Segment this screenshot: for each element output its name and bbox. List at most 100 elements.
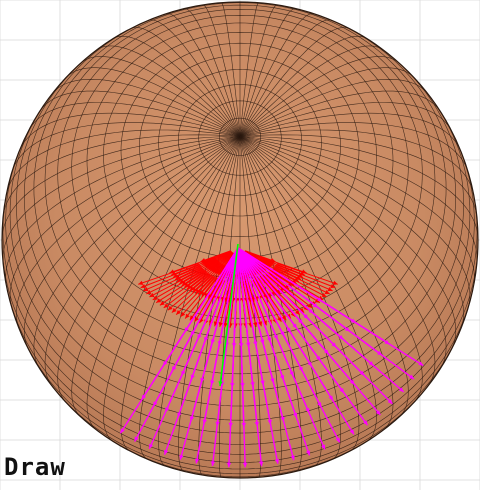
magenta-vector-head — [321, 444, 326, 450]
red-vector-head — [189, 315, 195, 321]
longitude-line — [239, 4, 278, 137]
red-vector-head — [332, 280, 338, 285]
red-vector-head — [218, 322, 223, 327]
magenta-vector-head — [194, 458, 200, 464]
magenta-vector — [237, 247, 341, 443]
red-vector — [260, 276, 296, 318]
longitude-line — [71, 136, 241, 417]
longitude-line — [239, 102, 452, 137]
red-vector-head — [330, 283, 336, 289]
red-vector-head — [253, 322, 258, 327]
red-vector — [169, 256, 215, 274]
red-vector — [163, 273, 210, 309]
magenta-vector-head — [306, 450, 311, 456]
longitude-line — [178, 136, 241, 472]
red-vector — [244, 250, 273, 266]
red-vector — [276, 264, 336, 289]
longitude-line — [12, 122, 241, 171]
red-vector — [261, 275, 301, 316]
red-vector-head — [192, 287, 198, 293]
longitude-line — [239, 136, 282, 476]
red-vector-head — [140, 283, 146, 289]
red-vector — [253, 263, 287, 292]
longitude-line — [44, 136, 241, 385]
magenta-vector-head — [179, 454, 184, 460]
longitude-line — [28, 102, 241, 137]
sphere-mesh — [2, 2, 478, 478]
longitude-line — [166, 13, 241, 137]
magenta-vector — [148, 247, 239, 450]
longitude-line — [239, 136, 377, 441]
red-vector — [207, 251, 233, 269]
magenta-vector-head — [387, 399, 393, 404]
red-vector — [277, 262, 338, 285]
magenta-vector-head — [398, 387, 404, 392]
magenta-vector — [237, 247, 295, 461]
longitude-line — [113, 35, 241, 137]
red-vector — [260, 257, 306, 276]
longitude-line — [33, 136, 241, 367]
magenta-vector — [237, 247, 279, 464]
red-vector — [140, 264, 200, 289]
longitude-line — [239, 136, 302, 472]
magenta-vector-head — [258, 461, 264, 467]
red-vector — [261, 256, 307, 274]
red-vector — [265, 274, 309, 311]
red-vector-head — [143, 287, 149, 292]
longitude-line — [19, 112, 241, 150]
red-vector — [252, 279, 277, 324]
magenta-vector-head — [349, 429, 354, 435]
longitude-line — [239, 78, 428, 137]
longitude-line — [239, 136, 457, 348]
longitude-line — [148, 19, 241, 137]
magenta-vector — [237, 247, 369, 426]
magenta-vector — [237, 247, 415, 380]
longitude-line — [221, 2, 241, 137]
magenta-vector-head — [274, 458, 280, 464]
longitude-line — [57, 136, 241, 402]
magenta-vector — [237, 247, 246, 468]
longitude-line — [239, 19, 332, 137]
magenta-vector-head — [164, 449, 169, 455]
red-vector-head — [189, 286, 195, 291]
magenta-vector — [237, 247, 405, 393]
magenta-vector — [133, 247, 239, 442]
red-vector-head — [156, 298, 162, 303]
longitude-line — [52, 78, 241, 137]
red-vector-head — [171, 307, 177, 313]
red-vector — [152, 269, 205, 301]
red-vector — [204, 251, 232, 267]
longitude-line — [239, 136, 341, 460]
longitude-line — [239, 136, 447, 367]
magenta-vector — [179, 247, 239, 460]
longitude-line — [6, 129, 241, 193]
red-vector — [176, 259, 218, 283]
sphere-outline — [1, 1, 479, 479]
magenta-vector — [163, 247, 239, 456]
green-vector — [218, 243, 239, 387]
longitude-line — [240, 136, 478, 241]
magenta-vector-head — [120, 428, 125, 434]
magenta-vector — [237, 247, 393, 405]
red-vector — [138, 262, 199, 285]
longitude-line — [103, 136, 241, 441]
red-vector-head — [314, 298, 320, 303]
red-vector-head — [176, 309, 181, 315]
red-vector — [256, 261, 295, 286]
magenta-vector-head — [242, 462, 248, 468]
green-vector-line — [219, 243, 239, 387]
red-vector — [208, 251, 233, 270]
red-vector — [181, 261, 220, 286]
longitude-line — [239, 136, 464, 328]
longitude-line — [239, 136, 478, 263]
red-vector-head — [303, 305, 309, 311]
red-vector — [189, 263, 223, 292]
red-vector — [269, 270, 321, 304]
magenta-vector-head — [418, 361, 424, 366]
magenta-vector-head — [226, 462, 232, 468]
longitude-line — [239, 136, 423, 402]
longitude-line — [9, 136, 241, 307]
red-vector-head — [277, 316, 282, 322]
red-vector — [244, 250, 274, 265]
